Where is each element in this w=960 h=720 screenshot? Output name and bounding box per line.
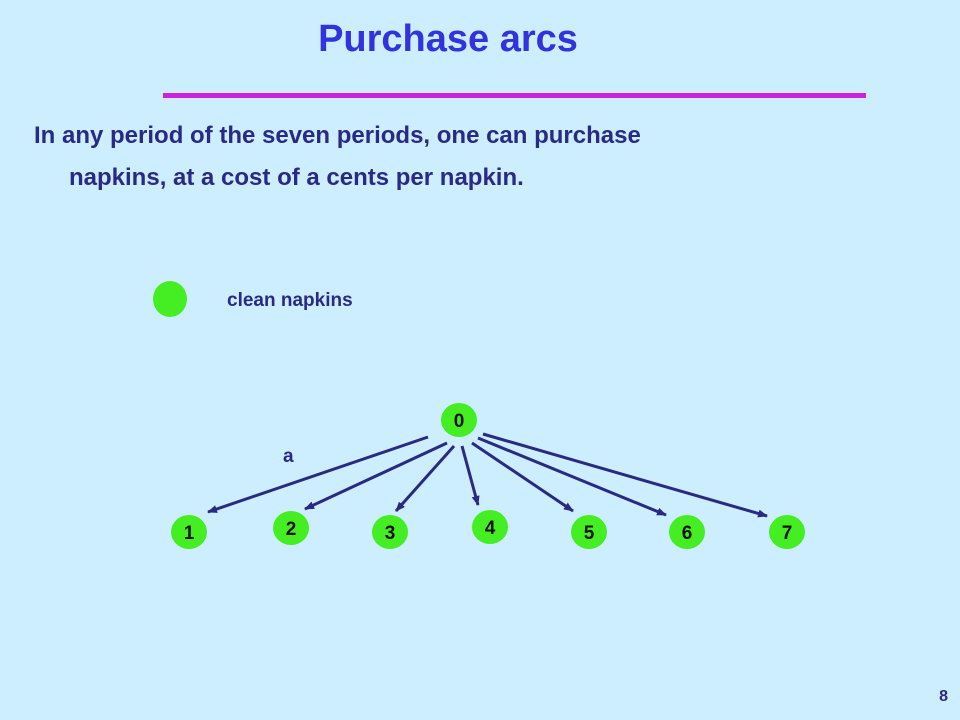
purchase-arc-1 [207, 435, 429, 514]
node-period-5-circle [571, 515, 607, 549]
purchase-arc-6 [477, 436, 667, 517]
body-line-2: napkins, at a cost of a cents per napkin… [69, 164, 524, 191]
node-period-3: 3 [372, 515, 408, 549]
node-period-1-circle [171, 515, 207, 549]
node-period-2: 2 [273, 511, 309, 545]
purchase-arc-4 [460, 445, 480, 506]
node-period-7-circle [769, 515, 805, 549]
node-period-3-circle [372, 515, 408, 549]
purchase-arc-5 [471, 441, 574, 513]
node-period-5-label: 5 [584, 523, 595, 544]
node-period-6-circle [669, 515, 705, 549]
node-period-5: 5 [571, 515, 607, 549]
purchase-arc-2 [304, 441, 448, 511]
node-period-4-circle [472, 510, 508, 544]
legend-node-swatch [153, 281, 187, 317]
node-period-1-label: 1 [184, 523, 195, 544]
body-line-1: In any period of the seven periods, one … [34, 122, 641, 149]
node-period-1: 1 [171, 515, 207, 549]
purchase-arc-7 [482, 432, 768, 518]
page-number: 8 [939, 688, 948, 705]
slide-title: Purchase arcs [318, 18, 578, 60]
node-period-6-label: 6 [682, 523, 693, 544]
node-period-4: 4 [472, 510, 508, 544]
legend-label: clean napkins [227, 290, 353, 311]
arc-cost-label: a [283, 446, 294, 467]
node-period-3-label: 3 [385, 523, 396, 544]
node-period-4-label: 4 [485, 518, 496, 539]
slide-body-text: In any period of the seven periods, one … [34, 115, 914, 199]
purchase-arc-3 [394, 445, 456, 512]
node-period-2-label: 2 [286, 519, 297, 540]
node-source: 0 [441, 403, 477, 437]
node-source-label: 0 [454, 411, 465, 432]
node-period-2-circle [273, 511, 309, 545]
node-source-circle [441, 403, 477, 437]
node-period-6: 6 [669, 515, 705, 549]
node-period-7: 7 [769, 515, 805, 549]
node-period-7-label: 7 [782, 523, 793, 544]
title-underline [163, 93, 866, 98]
